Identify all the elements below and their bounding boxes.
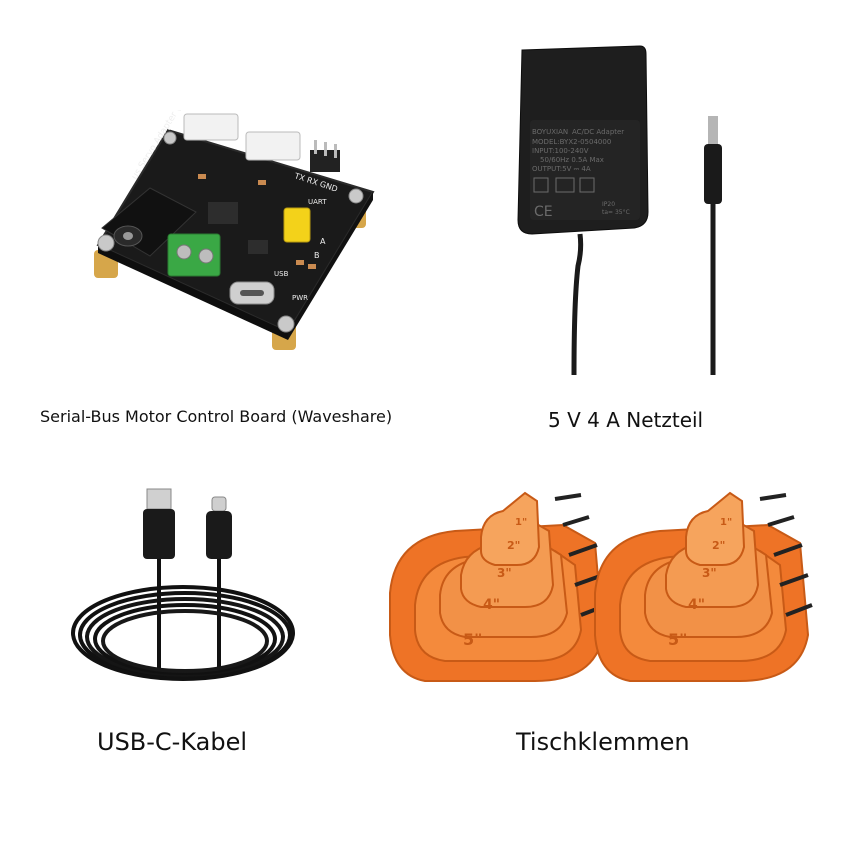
clamp-right-size-1: 1" bbox=[720, 517, 732, 528]
adapter-brand-label: BOYUXIAN bbox=[532, 128, 568, 136]
board-usb-label: USB bbox=[274, 270, 289, 278]
adapter-ip-label: IP20 bbox=[602, 201, 615, 208]
adapter-line5-label: OUTPUT:5V ⎓ 4A bbox=[532, 165, 591, 173]
clamp-left-size-5: 5" bbox=[463, 630, 482, 649]
clamp-left-size-1: 1" bbox=[515, 517, 527, 528]
usb-c-cable-image bbox=[70, 485, 300, 690]
power-adapter-image: BOYUXIAN AC/DC Adapter MODEL:BYX2-050400… bbox=[510, 40, 750, 380]
adapter-line2-label: MODEL:BYX2-0504000 bbox=[532, 138, 611, 146]
adapter-line1-label: AC/DC Adapter bbox=[572, 128, 624, 136]
caption-power-adapter: 5 V 4 A Netzteil bbox=[548, 408, 704, 432]
adapter-ce-label: CE bbox=[534, 204, 553, 220]
clamp-right-size-2: 2" bbox=[712, 539, 725, 552]
clamp-right-size-3: 3" bbox=[702, 566, 717, 580]
clamp-left-size-2: 2" bbox=[507, 539, 520, 552]
adapter-temp-label: ta= 35°C bbox=[602, 209, 630, 216]
clamp-left-size-3: 3" bbox=[497, 566, 512, 580]
adapter-line3-label: INPUT:100-240V bbox=[532, 147, 589, 155]
caption-usb-c-cable: USB-C-Kabel bbox=[97, 728, 248, 756]
clamp-right-size-5: 5" bbox=[668, 630, 687, 649]
board-uart-label: UART bbox=[308, 198, 327, 206]
clamp-left-size-4: 4" bbox=[483, 597, 500, 613]
c-clamps-image: 5" 4" 3" 2" 1" 5" 4" 3" 2" 1" bbox=[385, 485, 830, 685]
caption-table-clamps: Tischklemmen bbox=[516, 728, 690, 756]
caption-motor-control-board: Serial-Bus Motor Control Board (Waveshar… bbox=[40, 407, 393, 426]
adapter-line4-label: 50/60Hz 0.5A Max bbox=[540, 156, 604, 164]
board-a-label: A bbox=[320, 237, 326, 246]
board-pwr-label: PWR bbox=[292, 294, 308, 302]
board-b-label: B bbox=[314, 251, 320, 260]
motor-control-board-image: us Servo Adapter (A) TX RX GND UART A B … bbox=[88, 110, 388, 360]
clamp-right-size-4: 4" bbox=[688, 597, 705, 613]
